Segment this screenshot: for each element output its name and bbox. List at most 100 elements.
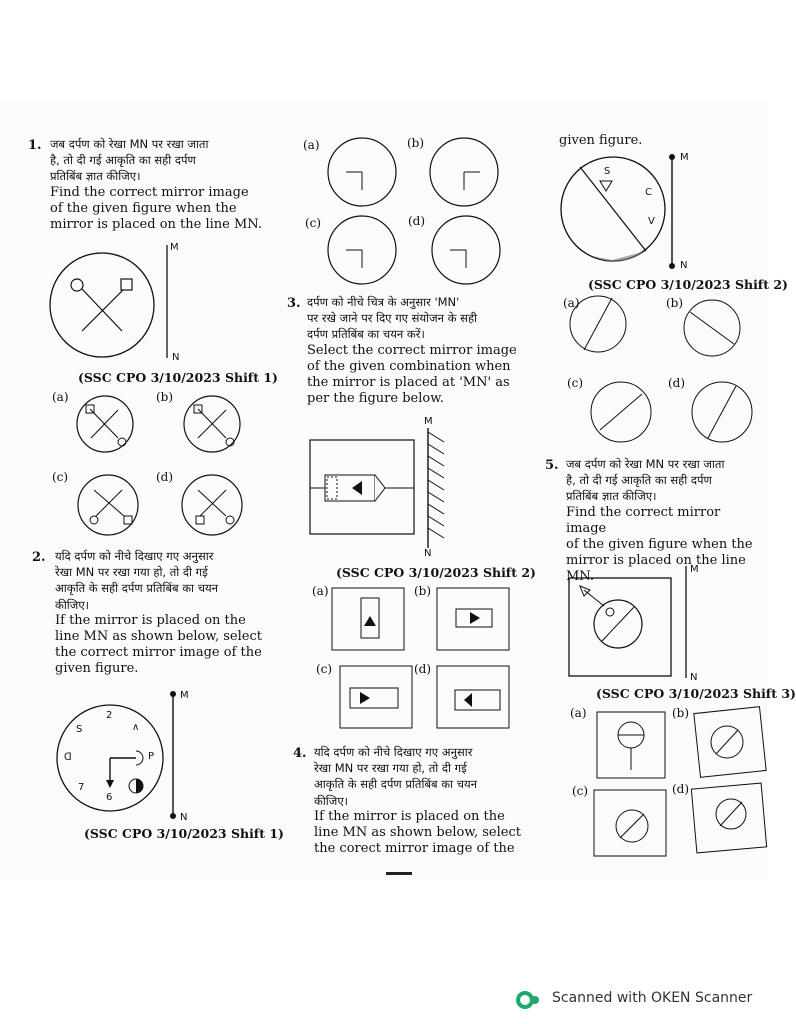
q5-mirror-n: N [690, 672, 698, 683]
q1-source: (SSC CPO 3/10/2023 Shift 1) [78, 370, 278, 385]
q2-clock-label: ᗡ [64, 752, 72, 763]
q2-source: (SSC CPO 3/10/2023 Shift 1) [84, 826, 284, 841]
q2-hindi-line: रेखा MN पर रखा गया हो, तो दी गई [55, 565, 208, 580]
q1-english-line: of the given figure when the [50, 200, 237, 216]
q2-mirror-n: N [180, 812, 188, 823]
q5-option-a[interactable]: (a) [570, 706, 587, 720]
q4-hindi-line: यदि दर्पण को नीचे दिखाए गए अनुसार [314, 745, 473, 759]
q2-mirror-m: M [180, 690, 189, 701]
q4-english-line: line MN as shown below, select [314, 825, 521, 841]
scanner-watermark-text: Scanned with OKEN Scanner [552, 990, 753, 1006]
q5-english-line: mirror is placed on the line MN. [566, 553, 746, 585]
q3-hindi-line: दर्पण को नीचे चित्र के अनुसार 'MN' [307, 295, 460, 309]
q4-mirror-n: N [680, 260, 688, 271]
q2-clock-label: 6 [106, 792, 113, 803]
q2-option-d-clock [431, 215, 501, 285]
q4-english-line: If the mirror is placed on the [314, 808, 505, 824]
q4-hindi-line: रेखा MN पर रखा गया हो, तो दी गई [314, 761, 467, 776]
q3-figure [309, 428, 510, 729]
q2-text: यदि दर्पण को नीचे दिखाए गए अनुसार रेखा M… [55, 548, 265, 678]
q3-text: दर्पण को नीचे चित्र के अनुसार 'MN' पर रख… [307, 294, 519, 407]
q2-english-line: the correct mirror image of the [55, 645, 262, 661]
q3-english-line: the mirror is placed at 'MN' as [307, 375, 510, 391]
q1-figure [49, 245, 243, 536]
q3-hindi-line: दर्पण प्रतिबिंब का चयन करें। [307, 327, 425, 342]
q2-english-line: given figure. [55, 661, 139, 677]
q2-english-line: line MN as shown below, select [55, 629, 262, 645]
q2-clock-label: 7 [78, 782, 85, 793]
q4-figure-label: V [648, 216, 655, 227]
q2-option-b[interactable]: (b) [407, 136, 425, 150]
q3-english-line: of the given combination when [307, 358, 511, 374]
q1-option-c[interactable]: (c) [52, 470, 69, 484]
q4-continued-text: given figure. [559, 133, 759, 149]
q4-english-line: given figure. [559, 133, 643, 148]
q5-english-line: Find the correct mirror image [566, 504, 721, 536]
q1-english-line: Find the correct mirror image [50, 184, 249, 200]
q3-mirror-n: N [424, 548, 432, 559]
q4-figure [560, 154, 753, 443]
q5-hindi-line: जब दर्पण को रेखा MN पर रखा जाता [566, 457, 725, 471]
q4-option-d[interactable]: (d) [668, 376, 686, 390]
q3-hindi-line: पर रखे जाने पर दिए गए संयोजन के सही [307, 311, 478, 326]
q4-option-b[interactable]: (b) [666, 296, 684, 310]
q2-clock-figure [56, 691, 176, 819]
q4-hindi-line: कीजिए। [314, 793, 349, 808]
q4-number: 4. [293, 746, 307, 761]
q5-hindi-line: प्रतिबिंब ज्ञात कीजिए। [566, 489, 657, 504]
q2-clock-label: ∧ [132, 722, 140, 733]
q2-number: 2. [32, 550, 46, 565]
q2-option-c-clock [327, 215, 397, 285]
q2-clock-label: P [148, 751, 155, 762]
q3-english-line: Select the correct mirror image [307, 342, 517, 358]
q1-hindi-line: है, तो दी गई आकृति का सही दर्पण [50, 153, 196, 168]
q4-source: (SSC CPO 3/10/2023 Shift 2) [588, 277, 788, 292]
q5-figure [568, 566, 768, 857]
q1-english-line: mirror is placed on the line MN. [50, 217, 262, 233]
q4-hindi-line: आकृति के सही दर्पण प्रतिबिंब का चयन [314, 777, 478, 792]
q4-option-c[interactable]: (c) [567, 376, 584, 390]
q5-option-d[interactable]: (d) [672, 782, 690, 796]
q3-mirror-m: M [424, 416, 433, 427]
q1-mirror-n: N [172, 352, 180, 363]
q2-option-a-clock [327, 137, 397, 207]
q4-figure-label: C [645, 187, 652, 198]
q5-mirror-m: M [690, 564, 699, 575]
q4-option-a[interactable]: (a) [563, 296, 580, 310]
q2-option-c[interactable]: (c) [305, 216, 322, 230]
q2-option-d[interactable]: (d) [408, 214, 426, 228]
q1-hindi-line: प्रतिबिंब ज्ञात कीजिए। [50, 169, 141, 184]
q2-english-line: If the mirror is placed on the [55, 612, 246, 628]
q2-option-b-clock [429, 137, 499, 207]
q3-option-d[interactable]: (d) [414, 662, 432, 676]
q5-option-c[interactable]: (c) [572, 784, 589, 798]
q4-figure-label: S [604, 166, 611, 177]
q2-hindi-line: कीजिए। [55, 597, 90, 612]
q1-option-a[interactable]: (a) [52, 390, 69, 404]
q2-clock-label: S [76, 724, 83, 735]
q3-source: (SSC CPO 3/10/2023 Shift 2) [336, 565, 536, 580]
q1-option-b[interactable]: (b) [156, 390, 174, 404]
q5-hindi-line: है, तो दी गई आकृति का सही दर्पण [566, 473, 712, 488]
q3-option-b[interactable]: (b) [414, 584, 432, 598]
q2-hindi-line: आकृति के सही दर्पण प्रतिबिंब का चयन [55, 581, 219, 596]
q1-option-d[interactable]: (d) [156, 470, 174, 484]
q1-mirror-m: M [170, 242, 179, 253]
q1-text: जब दर्पण को रेखा MN पर रखा जाता है, तो द… [50, 136, 265, 233]
oken-scanner-logo-icon [516, 991, 539, 1009]
q5-source: (SSC CPO 3/10/2023 Shift 3) [596, 686, 796, 701]
q5-option-b[interactable]: (b) [672, 706, 690, 720]
q5-english-line: of the given figure when the [566, 537, 753, 553]
q5-number: 5. [545, 458, 559, 473]
q4-text: यदि दर्पण को नीचे दिखाए गए अनुसार रेखा M… [314, 744, 524, 857]
q3-english-line: per the figure below. [307, 391, 444, 407]
q5-text: जब दर्पण को रेखा MN पर रखा जाता है, तो द… [566, 456, 764, 586]
q1-number: 1. [28, 138, 42, 153]
q4-english-line: the corect mirror image of the [314, 841, 515, 857]
q3-option-a[interactable]: (a) [312, 584, 329, 598]
q4-mirror-m: M [680, 152, 689, 163]
q1-hindi-line: जब दर्पण को रेखा MN पर रखा जाता [50, 137, 209, 151]
q2-option-a[interactable]: (a) [303, 138, 320, 152]
q3-option-c[interactable]: (c) [316, 662, 333, 676]
q2-hindi-line: यदि दर्पण को नीचे दिखाए गए अनुसार [55, 549, 214, 563]
